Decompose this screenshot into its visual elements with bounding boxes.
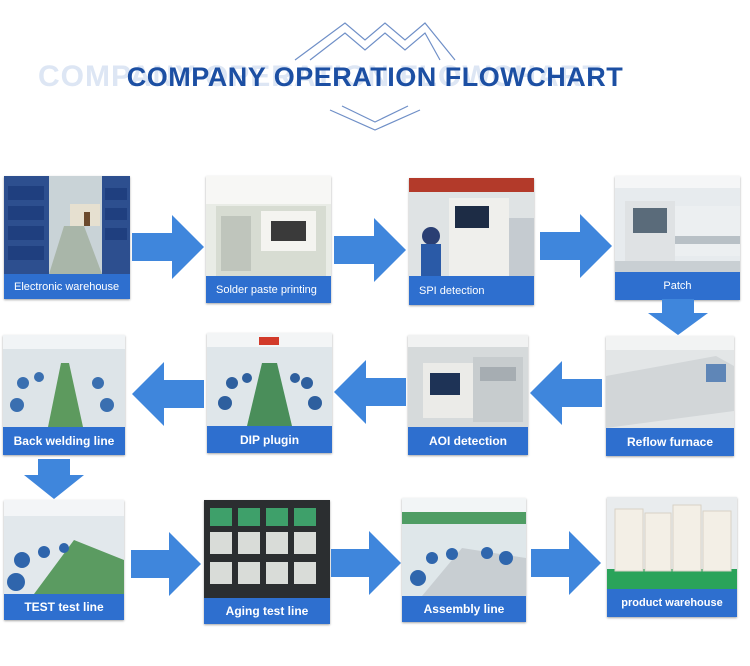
arrow-right-icon xyxy=(540,214,612,278)
step-label: Electronic warehouse xyxy=(14,280,120,293)
aoi-machine-photo xyxy=(408,335,528,427)
spi-machine-photo xyxy=(409,178,534,276)
step-label: Aging test line xyxy=(225,604,309,618)
step-card-solder-paste-printing: Solder paste printing xyxy=(206,176,331,303)
warehouse-photo xyxy=(4,176,130,274)
step-label: AOI detection xyxy=(428,434,507,448)
arrow-down-icon xyxy=(648,299,708,335)
ghost-title: COMPANY OPERATION FLOWCHART xyxy=(38,60,602,93)
assembly-line-photo xyxy=(402,498,526,596)
arrow-right-icon xyxy=(334,218,406,282)
step-card-aging-test-line: Aging test line xyxy=(204,500,330,624)
test-line-photo xyxy=(4,500,124,594)
step-label: DIP plugin xyxy=(239,432,300,447)
step-card-product-warehouse: product warehouse xyxy=(607,497,737,617)
step-card-dip-plugin: DIP plugin xyxy=(207,333,332,453)
arrow-right-icon xyxy=(131,532,201,596)
arrow-right-icon xyxy=(331,531,401,595)
arrow-right-icon xyxy=(132,215,204,279)
aging-rack-photo xyxy=(204,500,330,598)
step-label: product warehouse xyxy=(621,597,723,609)
step-label: Patch xyxy=(663,280,692,292)
product-warehouse-photo xyxy=(607,497,737,589)
arrow-down-icon xyxy=(24,459,84,499)
arrow-left-icon xyxy=(334,360,406,424)
step-label: Reflow furnace xyxy=(626,435,713,449)
step-card-electronic-warehouse: Electronic warehouse xyxy=(4,176,130,299)
step-card-test-test-line: TEST test line xyxy=(4,500,124,620)
step-label: Assembly line xyxy=(423,602,505,616)
step-label: TEST test line xyxy=(24,600,104,614)
step-label: Solder paste printing xyxy=(216,283,317,296)
header: COMPANY OPERATION FLOWCHART COMPANY OPER… xyxy=(0,0,750,140)
page-title: COMPANY OPERATION FLOWCHART xyxy=(126,62,624,92)
step-card-patch: Patch xyxy=(615,176,740,300)
arrow-left-icon xyxy=(530,361,602,425)
welding-line-photo xyxy=(3,335,125,427)
solder-printer-photo xyxy=(206,176,331,276)
step-card-back-welding-line: Back welding line xyxy=(3,335,125,455)
mountain-decoration-icon xyxy=(294,22,456,131)
reflow-oven-photo xyxy=(606,336,734,428)
step-card-spi-detection: SPI detection xyxy=(409,178,534,305)
step-card-assembly-line: Assembly line xyxy=(402,498,526,622)
step-label: SPI detection xyxy=(419,284,485,297)
dip-line-photo xyxy=(207,333,332,426)
step-card-reflow-furnace: Reflow furnace xyxy=(606,336,734,456)
pick-and-place-photo xyxy=(615,176,740,272)
step-label: Back welding line xyxy=(13,434,115,448)
arrow-right-icon xyxy=(531,531,601,595)
step-card-aoi-detection: AOI detection xyxy=(408,335,528,455)
arrow-left-icon xyxy=(132,362,204,426)
